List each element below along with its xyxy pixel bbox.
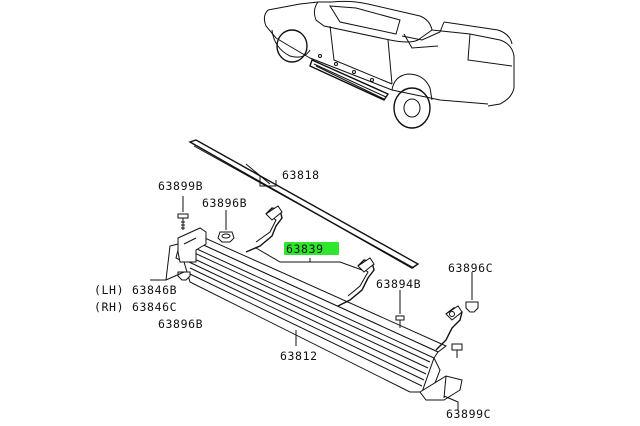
- bolt-63899c: [451, 343, 463, 358]
- screw-63894b: [395, 315, 405, 328]
- bolt-63899b: [177, 213, 189, 230]
- label-63846c[interactable]: 63846C: [132, 300, 177, 314]
- leader-lines: [150, 163, 473, 410]
- label-63839[interactable]: 63839: [286, 242, 324, 256]
- molding-strip: [188, 139, 420, 269]
- label-lh: (LH): [94, 283, 124, 297]
- label-63899c[interactable]: 63899C: [446, 407, 491, 421]
- right-end-cap: [419, 375, 463, 401]
- highlight-box: [284, 242, 339, 255]
- label-63894b[interactable]: 63894B: [376, 277, 421, 291]
- clip-63896b-bottom: [177, 271, 191, 281]
- label-63818[interactable]: 63818: [282, 168, 320, 182]
- label-63812[interactable]: 63812: [280, 349, 318, 363]
- clip-63896b-top: [217, 231, 235, 243]
- vehicle-illustration: [263, 0, 515, 129]
- running-board: [175, 233, 447, 397]
- part-labels: 63818 63899B 63896B 63839 63896C 63894B …: [94, 168, 493, 421]
- clip-63896c: [465, 301, 479, 313]
- label-63896b-top[interactable]: 63896B: [202, 196, 247, 210]
- left-end-bracket: [177, 227, 207, 263]
- support-bracket-middle: [337, 257, 375, 307]
- label-rh: (RH): [94, 300, 124, 314]
- label-63846b[interactable]: 63846B: [132, 283, 177, 297]
- label-63896b-bottom[interactable]: 63896B: [158, 317, 203, 331]
- label-63896c[interactable]: 63896C: [448, 261, 493, 275]
- support-bracket-right: [435, 305, 463, 351]
- label-63899b[interactable]: 63899B: [158, 179, 203, 193]
- support-bracket-left: [245, 205, 283, 253]
